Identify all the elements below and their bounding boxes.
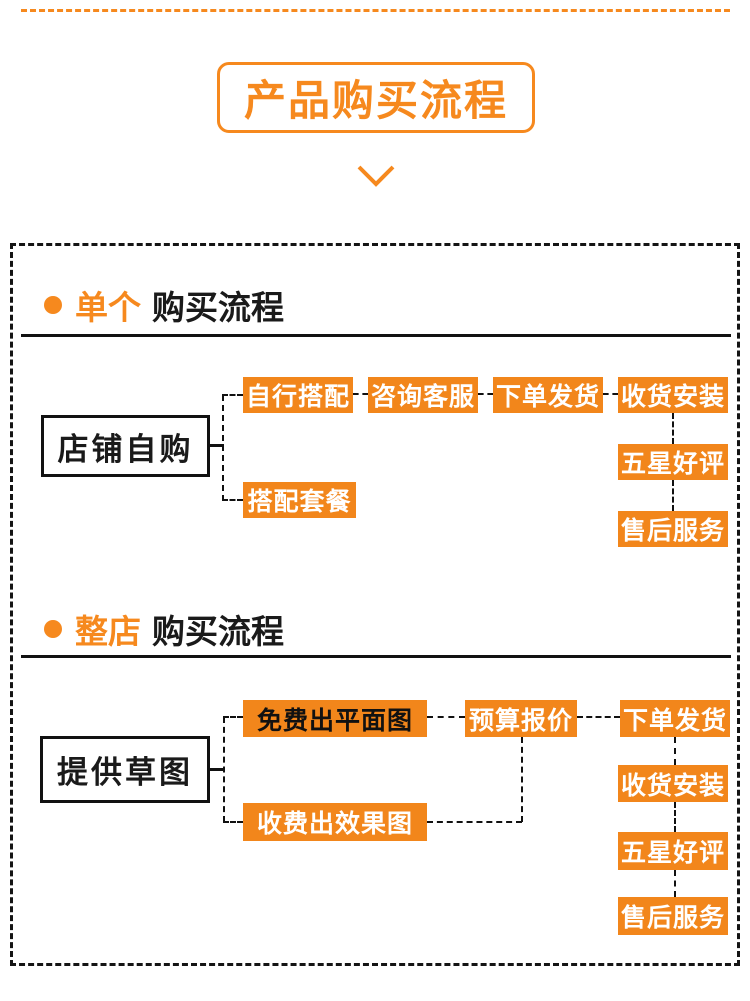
connector <box>672 480 674 511</box>
flow1-node-step3: 下单发货 <box>493 377 603 413</box>
node-label: 收货安装 <box>620 383 725 411</box>
connector <box>222 394 243 396</box>
section1-underline <box>21 334 731 337</box>
section2-header: 整店购买流程 <box>44 611 284 650</box>
page-title: 产品购买流程 <box>243 77 508 124</box>
section2-underline <box>21 655 731 658</box>
section1-title-highlight: 单个 <box>75 289 141 326</box>
node-label: 售后服务 <box>620 904 725 932</box>
flow2-node-step6: 售后服务 <box>618 897 728 935</box>
flow1-node-branch-bottom: 搭配套餐 <box>243 482 356 518</box>
flow1-node-step4: 收货安装 <box>618 377 728 413</box>
flow2-node-branch-top: 免费出平面图 <box>243 700 427 737</box>
node-label: 搭配套餐 <box>247 488 352 516</box>
page-title-box: 产品购买流程 <box>217 62 535 133</box>
connector <box>427 716 465 718</box>
flow2-node-step3: 下单发货 <box>620 700 730 737</box>
connector <box>223 716 243 718</box>
node-label: 下单发货 <box>622 706 727 735</box>
node-label: 收货安装 <box>620 771 725 800</box>
connector <box>478 393 493 395</box>
flow2-root-node: 提供草图 <box>40 736 210 803</box>
connector <box>674 870 676 897</box>
flow1-node-step2: 咨询客服 <box>368 377 478 413</box>
section1-title: 单个购买流程 <box>75 281 284 329</box>
section1-title-rest: 购买流程 <box>152 289 284 326</box>
flow1-root-label: 店铺自购 <box>57 431 194 467</box>
connector <box>427 821 522 823</box>
connector <box>209 768 224 771</box>
connector <box>577 716 620 718</box>
section2-title: 整店购买流程 <box>75 605 284 653</box>
section2-title-rest: 购买流程 <box>152 613 284 650</box>
connector <box>222 499 243 501</box>
connector <box>521 737 523 822</box>
connector <box>223 821 243 823</box>
flow2-node-step5: 五星好评 <box>618 832 728 870</box>
flow1-node-step6: 售后服务 <box>618 511 728 547</box>
node-label: 五星好评 <box>620 450 725 478</box>
flow2-root-label: 提供草图 <box>57 755 193 790</box>
connector <box>209 444 224 447</box>
node-label: 预算报价 <box>468 706 573 735</box>
node-label: 售后服务 <box>620 517 725 545</box>
top-orange-dashed-divider <box>21 9 730 12</box>
node-label: 收费出效果图 <box>256 810 413 838</box>
flow2-node-branch-bottom: 收费出效果图 <box>243 803 427 841</box>
flow1-root-node: 店铺自购 <box>41 415 210 477</box>
connector <box>672 413 674 444</box>
connector <box>222 395 224 501</box>
node-label: 免费出平面图 <box>256 706 413 735</box>
section1-header: 单个购买流程 <box>44 287 284 326</box>
flow1-node-step5: 五星好评 <box>618 444 728 480</box>
chevron-down-icon <box>356 163 396 194</box>
section2-title-highlight: 整店 <box>75 613 141 650</box>
connector <box>674 802 676 832</box>
bullet-icon <box>44 296 62 314</box>
connector <box>603 393 618 395</box>
node-label: 自行搭配 <box>245 383 350 411</box>
node-label: 五星好评 <box>620 839 725 867</box>
connector <box>353 393 368 395</box>
bullet-icon <box>44 620 62 638</box>
connector <box>674 737 676 765</box>
node-label: 咨询客服 <box>370 383 475 411</box>
node-label: 下单发货 <box>495 383 600 411</box>
flow1-node-branch-top: 自行搭配 <box>243 377 353 413</box>
flow2-node-step2: 预算报价 <box>465 700 577 737</box>
flow2-node-step4: 收货安装 <box>618 765 728 802</box>
connector <box>223 717 225 822</box>
